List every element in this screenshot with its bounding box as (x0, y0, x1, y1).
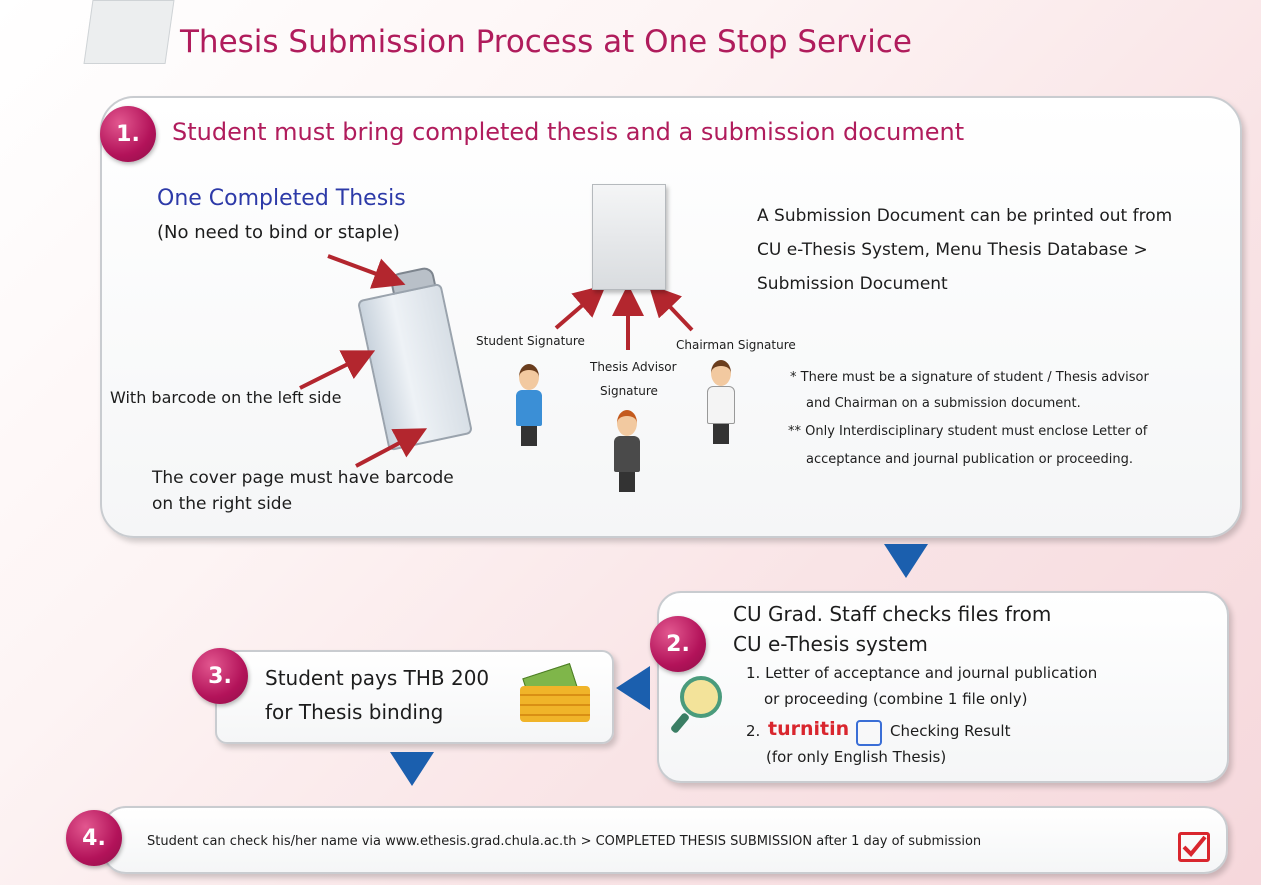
step4-number: 4. (66, 810, 122, 866)
arrow-down-to-step2 (884, 544, 928, 578)
money-wallet-icon (520, 663, 590, 722)
student-figure-icon (514, 364, 544, 446)
step3-number: 3. (192, 648, 248, 704)
step2-item1-line2: or proceeding (combine 1 file only) (764, 690, 1028, 708)
step2-item2-note: (for only English Thesis) (766, 748, 947, 766)
step2-number: 2. (650, 616, 706, 672)
step2-item1-line1: 1. Letter of acceptance and journal publ… (746, 664, 1098, 682)
signature-note-line1: * There must be a signature of student /… (790, 370, 1149, 385)
step2-heading-line2: CU e-Thesis system (733, 632, 928, 656)
turnitin-mark-icon (856, 720, 882, 746)
decorative-sheet (83, 0, 175, 64)
thesis-title: One Completed Thesis (157, 186, 406, 211)
submission-doc-line1: A Submission Document can be printed out… (757, 206, 1173, 226)
submission-doc-line3: Submission Document (757, 274, 948, 294)
advisor-figure-icon (612, 410, 642, 492)
chairman-signature-label: Chairman Signature (676, 338, 796, 352)
page-title: Thesis Submission Process at One Stop Se… (180, 24, 912, 60)
cover-label-line2: on the right side (152, 494, 293, 514)
step4-text: Student can check his/her name via www.e… (147, 834, 982, 849)
step4-panel (102, 806, 1228, 874)
step1-heading: Student must bring completed thesis and … (172, 118, 965, 146)
cover-label-line1: The cover page must have barcode (152, 468, 454, 488)
signature-note-line2: and Chairman on a submission document. (806, 396, 1081, 411)
step2-heading-line1: CU Grad. Staff checks files from (733, 602, 1052, 626)
advisor-signature-label-2: Signature (600, 384, 658, 398)
submission-doc-line2: CU e-Thesis System, Menu Thesis Database… (757, 240, 1148, 260)
arrow-down-to-step4 (390, 752, 434, 786)
magnifier-icon (680, 676, 722, 718)
step3-line1: Student pays THB 200 (265, 666, 490, 690)
step2-item2-prefix: 2. (746, 722, 761, 740)
arrow-left-to-step3 (616, 666, 650, 710)
advisor-signature-label-1: Thesis Advisor (590, 360, 677, 374)
barcode-left-label: With barcode on the left side (110, 388, 342, 407)
thesis-note: (No need to bind or staple) (157, 222, 400, 243)
checkmark-icon (1178, 832, 1210, 862)
step3-line2: for Thesis binding (265, 700, 444, 724)
step2-item2-suffix: Checking Result (890, 722, 1011, 740)
step2-panel (657, 591, 1229, 783)
turnitin-logo: turnitin (768, 718, 850, 740)
student-signature-label: Student Signature (476, 334, 585, 348)
interdisciplinary-note-line1: ** Only Interdisciplinary student must e… (788, 424, 1148, 439)
step1-number: 1. (100, 106, 156, 162)
chairman-figure-icon (706, 360, 736, 444)
interdisciplinary-note-line2: acceptance and journal publication or pr… (806, 452, 1133, 467)
submission-document-icon (592, 184, 666, 290)
